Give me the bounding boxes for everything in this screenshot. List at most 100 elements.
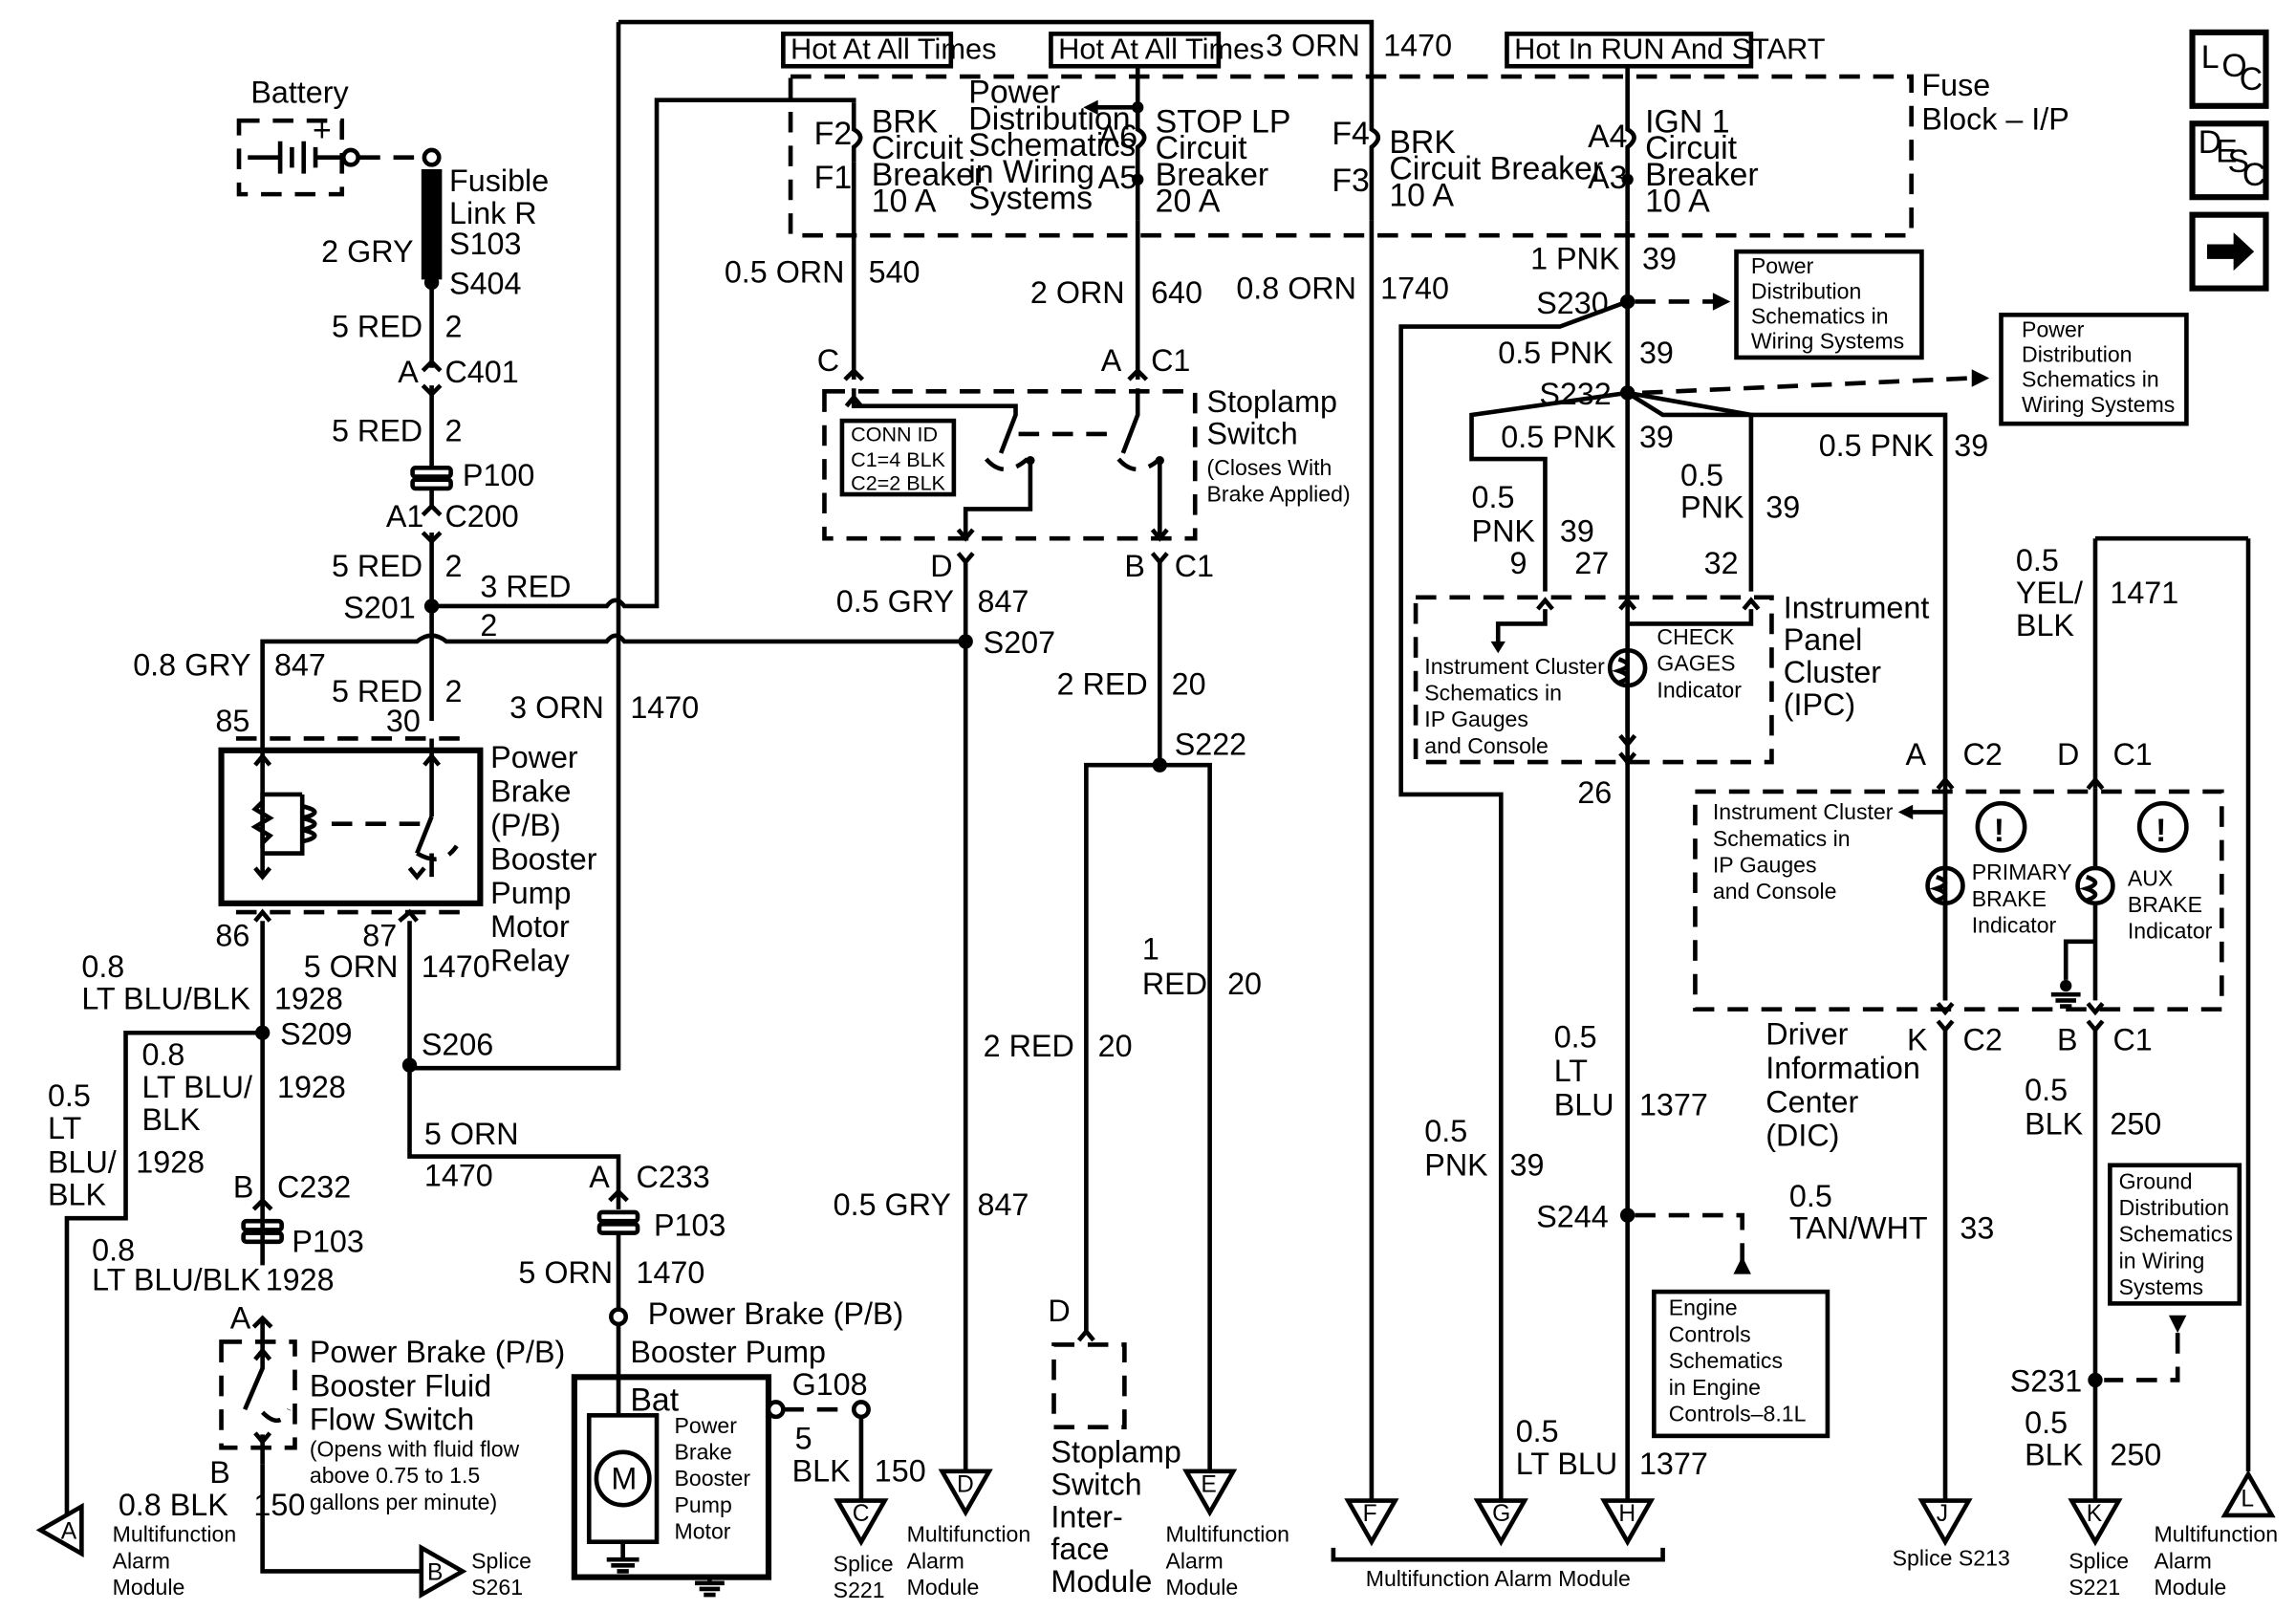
ground-5: Systems <box>2119 1274 2203 1299</box>
s209: S209 <box>280 1017 352 1052</box>
g108: G108 <box>792 1367 868 1402</box>
stoplamp-title-1: Stoplamp <box>1207 384 1337 419</box>
pds-note-1: Power <box>968 75 1060 111</box>
ign1-4: 10 A <box>1645 184 1710 220</box>
relay-label-7: Relay <box>490 944 570 978</box>
flow-note-3: gallons per minute) <box>310 1490 497 1514</box>
terminal-label-c: C <box>853 1501 870 1527</box>
ipc-title-1: Instrument <box>1784 590 1930 624</box>
n20-c: 20 <box>1098 1029 1133 1063</box>
engine-2: Controls <box>1669 1321 1751 1346</box>
ign1-2: Circuit <box>1645 130 1737 166</box>
pds2-1: Power <box>2022 316 2085 341</box>
blk5-2: BLK <box>792 1454 852 1489</box>
interface-5: Module <box>1051 1564 1152 1599</box>
relay-label-3: (P/B) <box>490 808 561 842</box>
ltblu08b-3: BLK <box>141 1102 201 1137</box>
terminal-e: E <box>1182 1469 1238 1517</box>
pump-motor-1: Power <box>675 1413 738 1438</box>
arrow-right-icon <box>2206 232 2255 272</box>
mam-d-1: Multifunction <box>907 1522 1031 1547</box>
relay-label-6: Motor <box>490 909 570 944</box>
label-f2: F2 <box>814 116 852 152</box>
tan-1: 0.5 <box>1789 1179 1832 1213</box>
ltblu05b-1: 0.5 <box>1516 1414 1559 1448</box>
terminal-label-f: F <box>1363 1501 1377 1527</box>
svg-text:!: ! <box>1994 813 2004 849</box>
engine-5: Controls–8.1L <box>1669 1401 1807 1426</box>
ic-note-4: and Console <box>1424 733 1549 758</box>
label-f3: F3 <box>1332 163 1369 199</box>
pnk05d-2: PNK <box>1472 513 1536 548</box>
wire-05-pnk-c: 0.5 PNK <box>1819 428 1935 463</box>
pnk05e-1: 0.5 <box>1680 458 1723 492</box>
wire-2-orn: 2 ORN <box>1030 275 1125 310</box>
n1377-b: 1377 <box>1639 1447 1708 1481</box>
pin-30: 30 <box>386 704 421 738</box>
fuse-block-title-1: Fuse <box>1921 68 1990 102</box>
wire-2-d: 2 <box>480 608 497 642</box>
ltblu08a-2: LT BLU/BLK <box>81 982 250 1016</box>
stoplamp-switch-box <box>822 389 1198 541</box>
n20-b: 20 <box>1227 967 1262 1001</box>
ic-note2-1: Instrument Cluster <box>1713 799 1894 824</box>
conn-a-center: A <box>1101 343 1122 378</box>
wire-3-red: 3 RED <box>480 570 571 604</box>
conn-d-2: D <box>1048 1294 1070 1328</box>
svg-text:S: S <box>2227 143 2249 180</box>
splice-j: Splice S213 <box>1893 1545 2010 1570</box>
mam-e-2: Alarm <box>1165 1548 1223 1573</box>
pds1-4: Wiring Systems <box>1751 329 1904 354</box>
ic-note-3: IP Gauges <box>1424 707 1528 731</box>
svg-text:D: D <box>2199 124 2221 161</box>
ltblu08a-1: 0.8 <box>81 949 124 984</box>
wire-2-a: 2 <box>444 309 462 343</box>
s103: S103 <box>449 227 521 261</box>
mam-l-1: Multifunction <box>2155 1522 2279 1547</box>
engine-3: Schematics <box>1669 1348 1783 1373</box>
terminal-label-j: J <box>1937 1501 1948 1527</box>
ipc-title-2: Panel <box>1784 622 1863 657</box>
wire-08-orn: 0.8 ORN <box>1236 271 1356 305</box>
svg-text:C: C <box>2242 157 2265 193</box>
n39-c: 39 <box>1639 420 1674 454</box>
conn-c2: C2 <box>1963 737 2003 772</box>
next-page-button[interactable] <box>2189 211 2269 292</box>
s201: S201 <box>343 590 415 624</box>
header-hot-all-times-2: Hot At All Times <box>1058 33 1264 66</box>
dic-title-1: Driver <box>1765 1017 1848 1052</box>
fuse-block-title-2: Block – I/P <box>1921 101 2069 136</box>
n1470-b: 1470 <box>424 1158 493 1192</box>
battery-plus: + <box>313 113 332 149</box>
interface-2: Switch <box>1051 1467 1141 1501</box>
stop-lp-3: Breaker <box>1156 157 1269 193</box>
relay-label-5: Pump <box>490 876 571 910</box>
n39-d: 39 <box>1954 428 1988 463</box>
n20-a: 20 <box>1172 666 1206 701</box>
brk-f2-1: BRK <box>872 103 939 140</box>
wire-05-gry-b: 0.5 GRY <box>834 1187 951 1222</box>
brk-f2-2: Circuit <box>872 130 964 166</box>
conn-a-right: A <box>1905 737 1926 772</box>
wire-1470: 1470 <box>630 690 699 725</box>
interface-4: face <box>1051 1532 1109 1566</box>
ipc-title-3: Cluster <box>1784 655 1882 689</box>
wire-5-red-c: 5 RED <box>332 549 422 583</box>
conn-a-3: A <box>230 1301 251 1336</box>
conn-a1: A1 <box>386 499 424 533</box>
ic-note-2: Schematics in <box>1424 680 1562 705</box>
relay-box <box>218 747 484 906</box>
terminal-label-l: L <box>2241 1487 2254 1513</box>
pin-87: 87 <box>362 918 397 952</box>
relay-label-4: Booster <box>490 841 597 876</box>
pin-26: 26 <box>1577 775 1612 810</box>
n1928-c: 1928 <box>277 1070 346 1104</box>
s404: S404 <box>449 267 521 301</box>
n39-b: 39 <box>1639 336 1674 370</box>
svg-text:E: E <box>2216 133 2238 169</box>
wire-3-orn-top: 3 ORN <box>1266 28 1360 62</box>
ltblu08b-2: LT BLU/ <box>141 1070 252 1104</box>
n1470-c: 1470 <box>636 1255 704 1290</box>
